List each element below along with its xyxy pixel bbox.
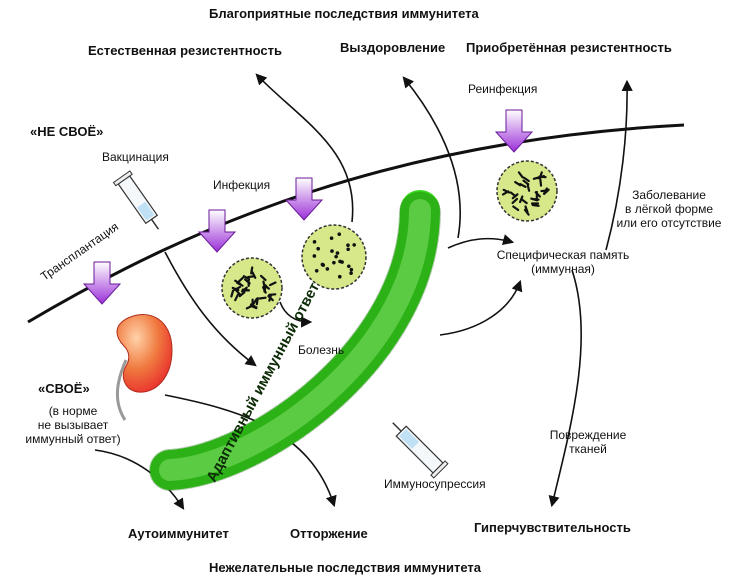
antigen-icon	[301, 224, 367, 290]
antigen-icon	[496, 160, 558, 222]
antigen-icon	[221, 257, 283, 319]
unfavorable-consequences-title: Нежелательные последствия иммунитета	[209, 560, 482, 575]
natural-resistance-label: Естественная резистентность	[88, 43, 282, 58]
tissue-damage-label: Повреждение тканей	[549, 428, 627, 456]
acquired-resistance-label: Приобретённая резистентность	[466, 40, 672, 55]
arrow-to-disease	[279, 301, 313, 328]
arrow-down-icon	[82, 261, 122, 305]
arrow-response-to-memory	[439, 279, 523, 336]
arrow-to-memory	[447, 234, 515, 249]
immunosuppression-label: Иммуносупрессия	[384, 477, 486, 491]
kidney-icon	[115, 314, 173, 421]
arrow-to-acquired-resistance	[605, 79, 633, 251]
syringe-icon	[112, 170, 160, 230]
specific-memory-label: Специфическая память (иммунная)	[496, 248, 630, 276]
not-self-label: «НЕ СВОЁ»	[30, 124, 104, 139]
syringe-icon	[392, 422, 449, 479]
self-label: «СВОЁ»	[38, 381, 90, 396]
arrow-down-icon	[284, 177, 324, 221]
hypersensitivity-label: Гиперчувствительность	[474, 520, 631, 535]
arrow-to-recovery	[402, 76, 461, 239]
rejection-label: Отторжение	[290, 526, 368, 541]
arrow-down-icon	[197, 209, 237, 253]
arrow-to-natural-resistance	[255, 73, 354, 223]
recovery-label: Выздоровление	[340, 40, 446, 55]
vaccination-label: Вакцинация	[102, 150, 169, 164]
arrow-to-autoimmunity	[94, 449, 185, 510]
adaptive-response-band-highlight	[159, 199, 431, 481]
line-infection-to-response	[164, 251, 257, 367]
infection-label: Инфекция	[213, 178, 271, 192]
adaptive-response-band-outline	[149, 189, 441, 491]
favorable-consequences-title: Благоприятные последствия иммунитета	[209, 6, 479, 21]
autoimmunity-label: Аутоиммунитет	[128, 526, 229, 541]
arrow-down-icon	[494, 109, 534, 153]
self-note: (в норме не вызывает иммунный ответ)	[25, 404, 121, 446]
reinfection-label: Реинфекция	[468, 82, 538, 96]
arrow-to-hypersensitivity	[548, 269, 582, 508]
mild-disease-label: Заболевание в лёгкой форме или его отсут…	[616, 188, 722, 230]
disease-label: Болезнь	[298, 343, 345, 357]
